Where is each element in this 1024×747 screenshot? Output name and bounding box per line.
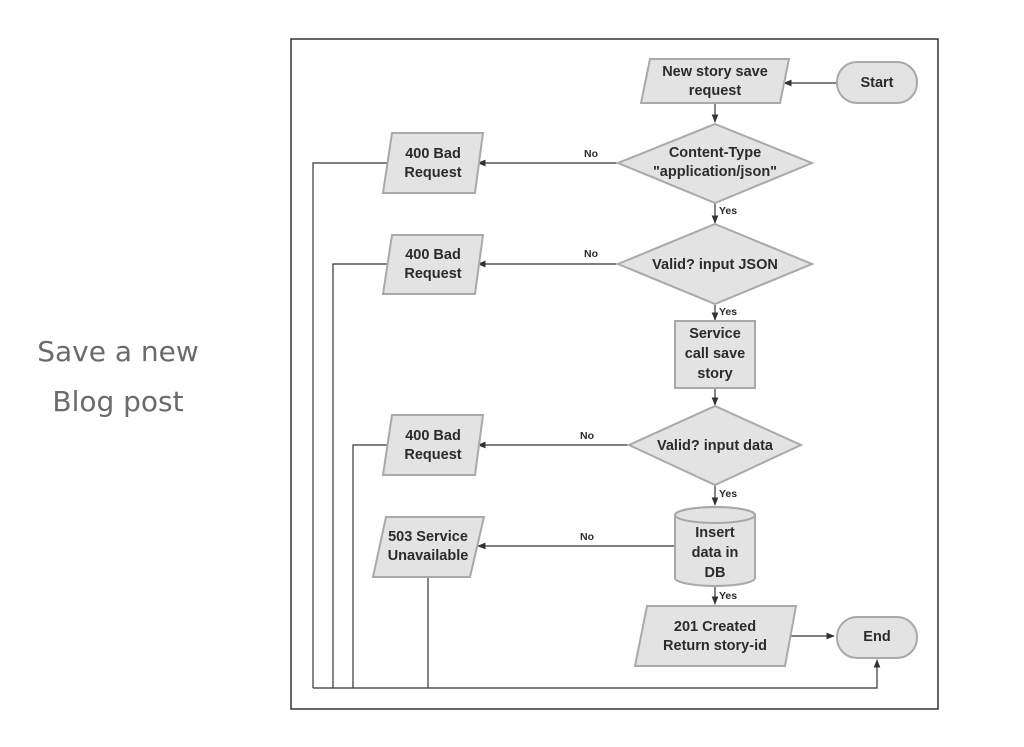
node-bad-request-1-line-2: Request bbox=[404, 165, 461, 181]
node-start-label: Start bbox=[860, 75, 893, 91]
node-check-content-type: Content-Type "application/json" bbox=[615, 122, 815, 205]
diagram-frame bbox=[290, 38, 939, 710]
node-bad-request-2-line-1: 400 Bad bbox=[405, 247, 461, 263]
node-service-call-line-2: call save bbox=[685, 346, 745, 362]
node-check-content-type-line-1: Content-Type bbox=[669, 145, 761, 161]
edge-label-data-yes: Yes bbox=[719, 488, 737, 500]
node-created-line-2: Return story-id bbox=[663, 638, 767, 654]
slide-title: Save a new Blog post bbox=[18, 327, 218, 427]
slide-title-line-2: Blog post bbox=[52, 385, 184, 418]
node-new-request: New story save request bbox=[639, 58, 791, 104]
node-bad-request-1: 400 Bad Request bbox=[381, 132, 485, 194]
edge-label-data-no: No bbox=[580, 430, 594, 442]
slide-title-line-1: Save a new bbox=[37, 335, 199, 368]
node-new-request-line-1: New story save bbox=[662, 64, 768, 80]
edge-label-db-no: No bbox=[580, 531, 594, 543]
node-check-data: Valid? input data bbox=[626, 404, 804, 487]
node-insert-db: Insert data in DB bbox=[674, 506, 756, 587]
node-created: 201 Created Return story-id bbox=[633, 605, 798, 667]
node-service-call-line-3: story bbox=[697, 366, 732, 382]
edge-label-json-yes: Yes bbox=[719, 306, 737, 318]
node-service-unavailable-line-1: 503 Service bbox=[388, 529, 468, 545]
edge-bad-request-1-to-end bbox=[312, 162, 393, 688]
node-created-line-1: 201 Created bbox=[674, 619, 756, 635]
edge-labels: No Yes No Yes No Yes No Yes bbox=[580, 148, 737, 602]
edge-bad-request-2-to-end bbox=[332, 263, 393, 688]
node-insert-db-line-3: DB bbox=[705, 565, 726, 581]
node-end: End bbox=[836, 616, 918, 659]
node-start: Start bbox=[836, 61, 918, 104]
node-insert-db-line-1: Insert bbox=[695, 525, 735, 541]
edge-bottom-bus-to-end bbox=[313, 659, 881, 689]
edge-label-content-type-yes: Yes bbox=[719, 205, 737, 217]
edge-label-json-no: No bbox=[584, 248, 598, 260]
node-service-unavailable: 503 Service Unavailable bbox=[371, 516, 486, 578]
node-service-unavailable-line-2: Unavailable bbox=[388, 548, 469, 564]
node-check-json-label: Valid? input JSON bbox=[652, 257, 778, 273]
edge-label-db-yes: Yes bbox=[719, 590, 737, 602]
node-bad-request-2: 400 Bad Request bbox=[381, 234, 485, 295]
edge-label-content-type-no: No bbox=[584, 148, 598, 160]
connectors bbox=[312, 79, 881, 689]
edge-bad-request-3-to-end bbox=[352, 444, 393, 688]
node-check-content-type-line-2: "application/json" bbox=[653, 164, 777, 180]
node-bad-request-3-line-1: 400 Bad bbox=[405, 428, 461, 444]
node-insert-db-line-2: data in bbox=[692, 545, 739, 561]
node-bad-request-2-line-2: Request bbox=[404, 266, 461, 282]
node-bad-request-3: 400 Bad Request bbox=[381, 414, 485, 476]
node-service-call-line-1: Service bbox=[689, 326, 741, 342]
node-bad-request-1-line-1: 400 Bad bbox=[405, 146, 461, 162]
node-bad-request-3-line-2: Request bbox=[404, 447, 461, 463]
node-new-request-line-2: request bbox=[689, 83, 742, 99]
node-service-call: Service call save story bbox=[674, 320, 756, 389]
node-check-json: Valid? input JSON bbox=[615, 222, 815, 306]
node-check-data-label: Valid? input data bbox=[657, 438, 774, 454]
node-end-label: End bbox=[863, 629, 890, 645]
